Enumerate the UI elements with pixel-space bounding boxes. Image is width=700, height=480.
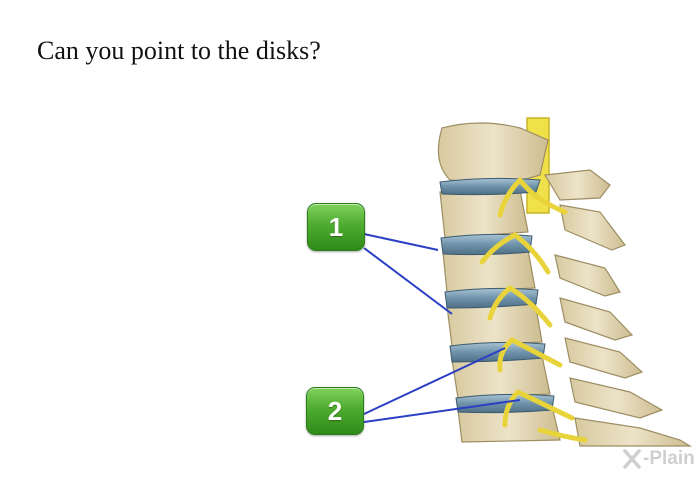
label-2-number: 2 (328, 396, 342, 427)
pointer-lines-1 (364, 234, 452, 314)
xplain-logo: -Plain (623, 448, 695, 470)
label-button-1[interactable]: 1 (307, 203, 365, 251)
label-1-number: 1 (329, 212, 343, 243)
xplain-logo-text: -Plain (643, 448, 695, 470)
label-button-2[interactable]: 2 (306, 387, 364, 435)
xplain-x-icon (623, 449, 641, 469)
